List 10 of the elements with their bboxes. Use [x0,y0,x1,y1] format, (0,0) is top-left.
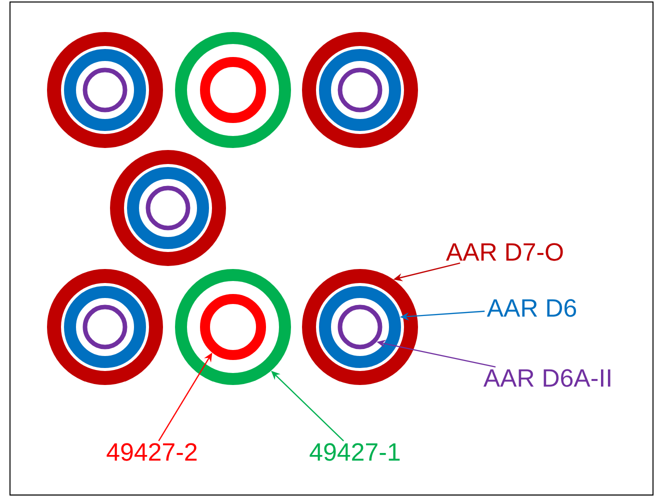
label: AAR D6A-II [483,369,610,387]
ring [338,304,382,350]
ring [319,286,401,368]
label: AAR D6 [486,299,576,317]
label: 49427-2 [106,443,197,461]
ring [175,269,291,385]
ring [302,269,418,385]
label: AAR D7-O [446,243,563,261]
ring [200,294,266,360]
label: 49427-1 [310,443,400,461]
